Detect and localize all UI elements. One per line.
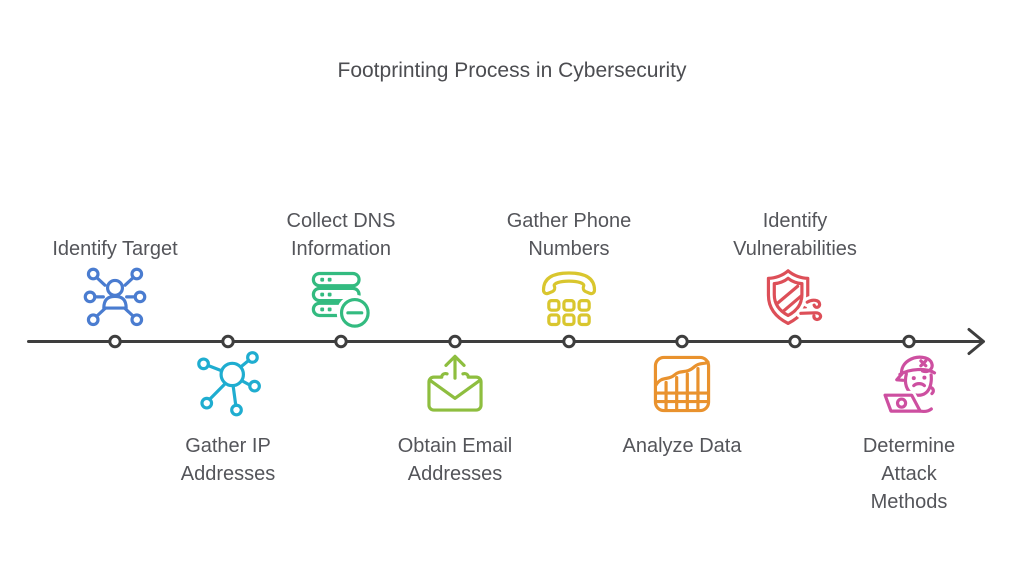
timeline-node — [902, 334, 916, 349]
step-label: Obtain Email Addresses — [397, 435, 513, 485]
phone-keypad-icon — [541, 271, 597, 327]
step-identify-target: Identify Target — [5, 197, 225, 333]
page-title: Footprinting Process in Cybersecurity — [337, 59, 687, 82]
timeline-node — [448, 334, 462, 349]
step-label: Identify Vulnerabilities — [733, 210, 857, 260]
step-label: Analyze Data — [622, 435, 742, 457]
step-obtain-email-addresses: Obtain Email Addresses — [345, 350, 565, 488]
step-gather-ip-addresses: Gather IP Addresses — [118, 350, 338, 488]
person-network-icon — [83, 267, 147, 327]
step-identify-vulnerabilities: Identify Vulnerabilities — [685, 197, 905, 333]
data-chart-icon — [653, 355, 711, 413]
timeline-node — [675, 334, 689, 349]
timeline-arrowhead-icon — [967, 328, 985, 355]
network-hub-icon — [197, 351, 261, 417]
shield-vulnerability-icon — [766, 269, 826, 326]
hacker-icon — [880, 355, 937, 416]
step-analyze-data: Analyze Data — [572, 350, 792, 460]
step-determine-attack-methods: Determine Attack Methods — [799, 350, 1019, 516]
timeline-node — [108, 334, 122, 349]
step-label: Collect DNS Information — [286, 210, 396, 260]
step-label: Gather Phone Numbers — [506, 210, 632, 260]
timeline-node — [788, 334, 802, 349]
dns-server-icon — [311, 271, 373, 331]
email-send-icon — [427, 354, 483, 412]
step-label: Determine Attack Methods — [862, 435, 956, 513]
timeline-node — [334, 334, 348, 349]
timeline-node — [562, 334, 576, 349]
step-label: Identify Target — [52, 238, 178, 260]
timeline-node — [221, 334, 235, 349]
step-label: Gather IP Addresses — [180, 435, 276, 485]
step-gather-phone-numbers: Gather Phone Numbers — [459, 197, 679, 333]
step-collect-dns-information: Collect DNS Information — [231, 197, 451, 333]
